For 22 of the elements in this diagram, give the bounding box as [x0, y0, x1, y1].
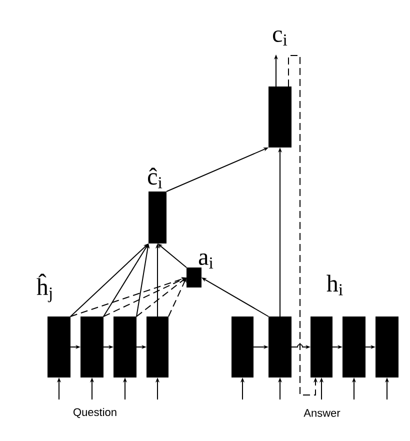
state-box	[342, 316, 366, 378]
state-box	[376, 316, 398, 378]
state-label: h$_{i}$	[326, 274, 343, 296]
state-box	[186, 268, 202, 288]
state-box	[268, 86, 292, 148]
state-box	[146, 316, 168, 378]
state-box	[310, 316, 332, 378]
state-box	[114, 316, 136, 378]
arrow	[158, 244, 187, 268]
state-label: a$_{i}$	[198, 254, 214, 268]
state-box	[268, 316, 292, 378]
state-label: ĉ$_{i}$	[148, 168, 162, 188]
group-label: Answer	[304, 409, 340, 417]
arrow	[70, 244, 148, 317]
state-box	[148, 192, 166, 244]
state-box	[48, 316, 70, 378]
group-label: Question	[74, 408, 116, 418]
dashed-arrow	[136, 278, 186, 317]
state-label: ĥ$_{j}$	[36, 274, 52, 302]
state-label: c$_{i}$	[273, 30, 288, 46]
state-box	[80, 316, 104, 378]
state-box	[232, 316, 254, 378]
